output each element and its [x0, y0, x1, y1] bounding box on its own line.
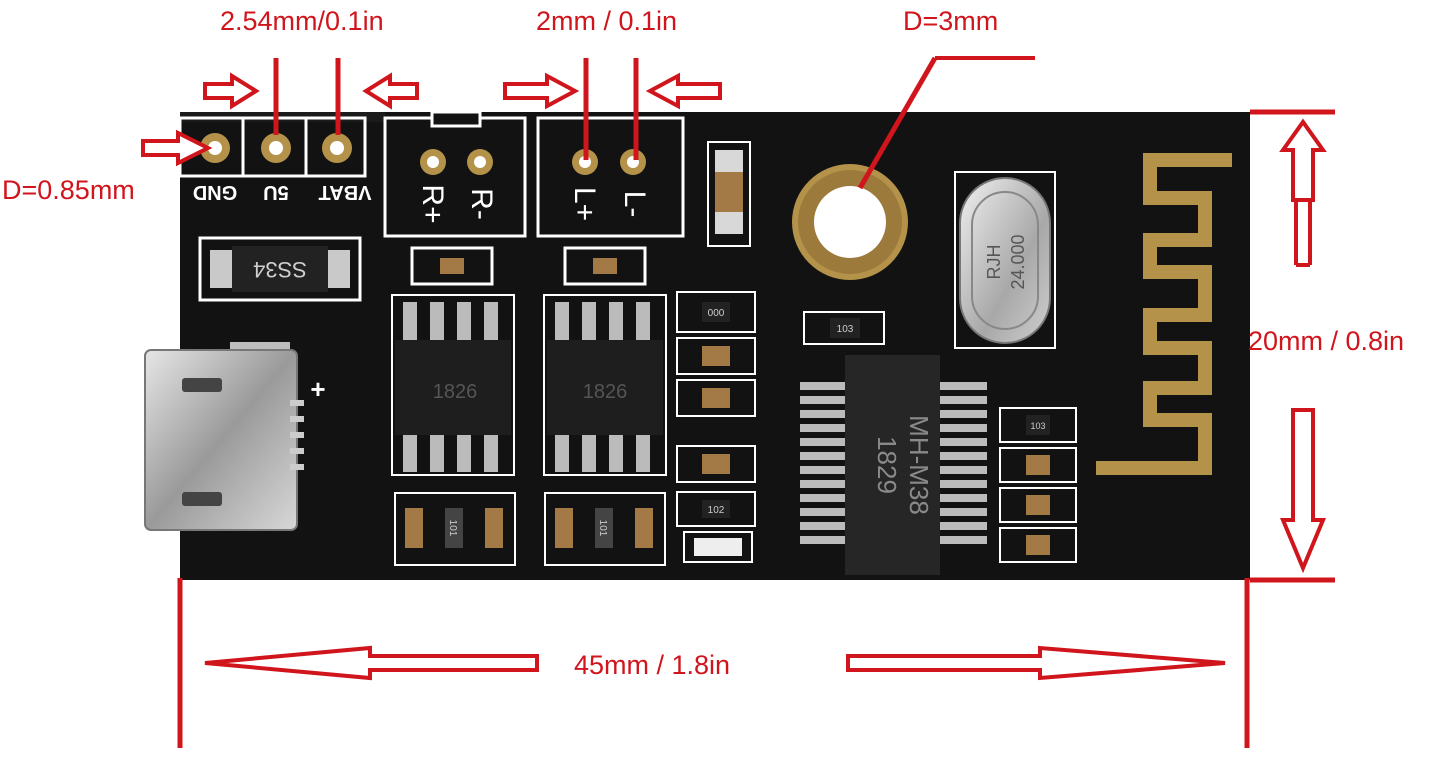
arrow-pin-hole	[141, 129, 213, 167]
arrow-speaker-left	[503, 72, 580, 110]
crystal-label-bottom: 24.000	[1008, 234, 1028, 289]
arrow-height-down	[1280, 408, 1326, 574]
resistor-r2: 103	[837, 324, 854, 335]
silk-r-minus: R-	[465, 188, 498, 220]
silk-plus-mark: +	[310, 374, 325, 404]
right-passive-group: 103	[999, 407, 1077, 563]
silk-r-plus: R+	[416, 184, 449, 223]
crystal-oscillator: RJH 24.000	[954, 171, 1056, 349]
left-speaker-frame	[536, 116, 685, 238]
silk-gnd: GND	[193, 181, 237, 203]
silk-l-plus: L+	[568, 187, 601, 221]
amp-ic-right: 1826 101	[543, 246, 667, 566]
diode-label: SS34	[253, 257, 307, 282]
micro-usb-port	[144, 342, 304, 531]
width-label: 45mm / 1.8in	[574, 650, 731, 680]
diode-ss34: SS34	[198, 236, 362, 302]
antenna-trace	[1096, 153, 1232, 475]
amp-left-label: 1826	[433, 381, 478, 403]
height-label: 20mm / 0.8in	[1248, 326, 1405, 356]
mount-hole-label: D=3mm	[903, 6, 999, 36]
main-ic-label-bottom: 1829	[872, 436, 902, 494]
silk-vbat: VBAT	[319, 181, 372, 203]
pin-hole-label: D=0.85mm	[2, 175, 135, 205]
arrow-speaker-right	[645, 72, 722, 110]
resistor-r3: 102	[708, 505, 725, 516]
arrow-width-right	[846, 645, 1226, 681]
arrow-width-left	[204, 645, 539, 681]
amp-right-label: 1826	[583, 381, 628, 403]
resistor-r1: 000	[708, 308, 725, 319]
crystal-label-top: RJH	[984, 245, 1004, 280]
speaker-pitch-label: 2mm / 0.1in	[536, 6, 678, 36]
silk-l-minus: L-	[618, 191, 651, 218]
silk-5v: 5U	[263, 181, 289, 203]
main-ic-label-top: MH-M38	[904, 415, 934, 515]
annotations	[141, 56, 1335, 748]
capacitor-top	[707, 141, 751, 247]
header-pitch-label: 2.54mm/0.1in	[220, 6, 384, 36]
main-ic: MH-M38 1829	[800, 355, 987, 575]
resistor-r4: 103	[1030, 421, 1045, 431]
resistor-near-crystal: 103	[803, 311, 885, 345]
arrow-header-left	[203, 72, 260, 110]
arrow-height-up	[1279, 118, 1327, 202]
resistor-r5-left: 101	[447, 520, 458, 537]
mounting-hole	[792, 164, 908, 280]
passive-column: 000 102	[676, 291, 756, 563]
resistor-r5-right: 101	[597, 520, 608, 537]
header-pins	[200, 133, 352, 163]
arrow-header-right	[362, 72, 419, 110]
amp-ic-left: 1826 101	[391, 246, 516, 566]
